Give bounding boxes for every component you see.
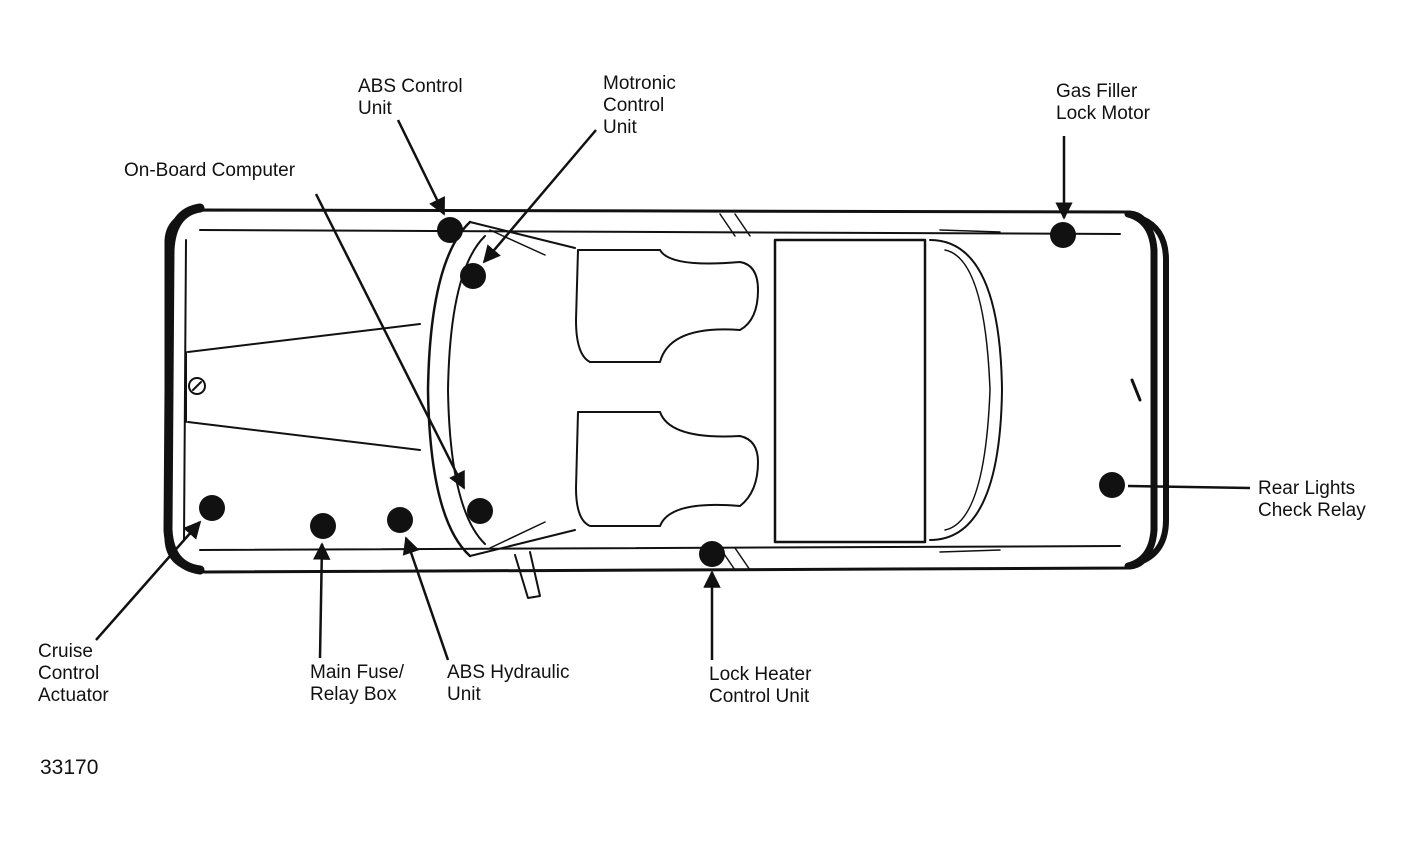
label-main-fuse-relay-box: Main Fuse/Relay Box [310, 662, 404, 705]
leader-rear-lights-check-relay [1127, 484, 1251, 490]
leader-abs-hydraulic-unit [402, 536, 450, 661]
marker-cruise-control-actuator [199, 495, 225, 521]
label-on-board-computer: On-Board Computer [124, 160, 296, 181]
leader-lines [95, 119, 1251, 661]
figure-number: 33170 [40, 756, 99, 779]
marker-rear-lights-check-relay [1099, 472, 1125, 498]
component-markers [199, 217, 1125, 567]
marker-gas-filler-lock-motor [1050, 222, 1076, 248]
marker-lock-heater-control-unit [699, 541, 725, 567]
car-body-outline [163, 203, 1169, 599]
leader-abs-control-unit [396, 119, 446, 216]
leader-motronic-control-unit [482, 129, 597, 264]
marker-on-board-computer [467, 498, 493, 524]
marker-abs-control-unit [437, 217, 463, 243]
leader-main-fuse-relay-box [312, 542, 331, 659]
leader-cruise-control-actuator [95, 520, 202, 641]
leader-on-board-computer [314, 193, 466, 490]
marker-motronic-control-unit [460, 263, 486, 289]
marker-abs-hydraulic-unit [387, 507, 413, 533]
marker-main-fuse-relay-box [310, 513, 336, 539]
